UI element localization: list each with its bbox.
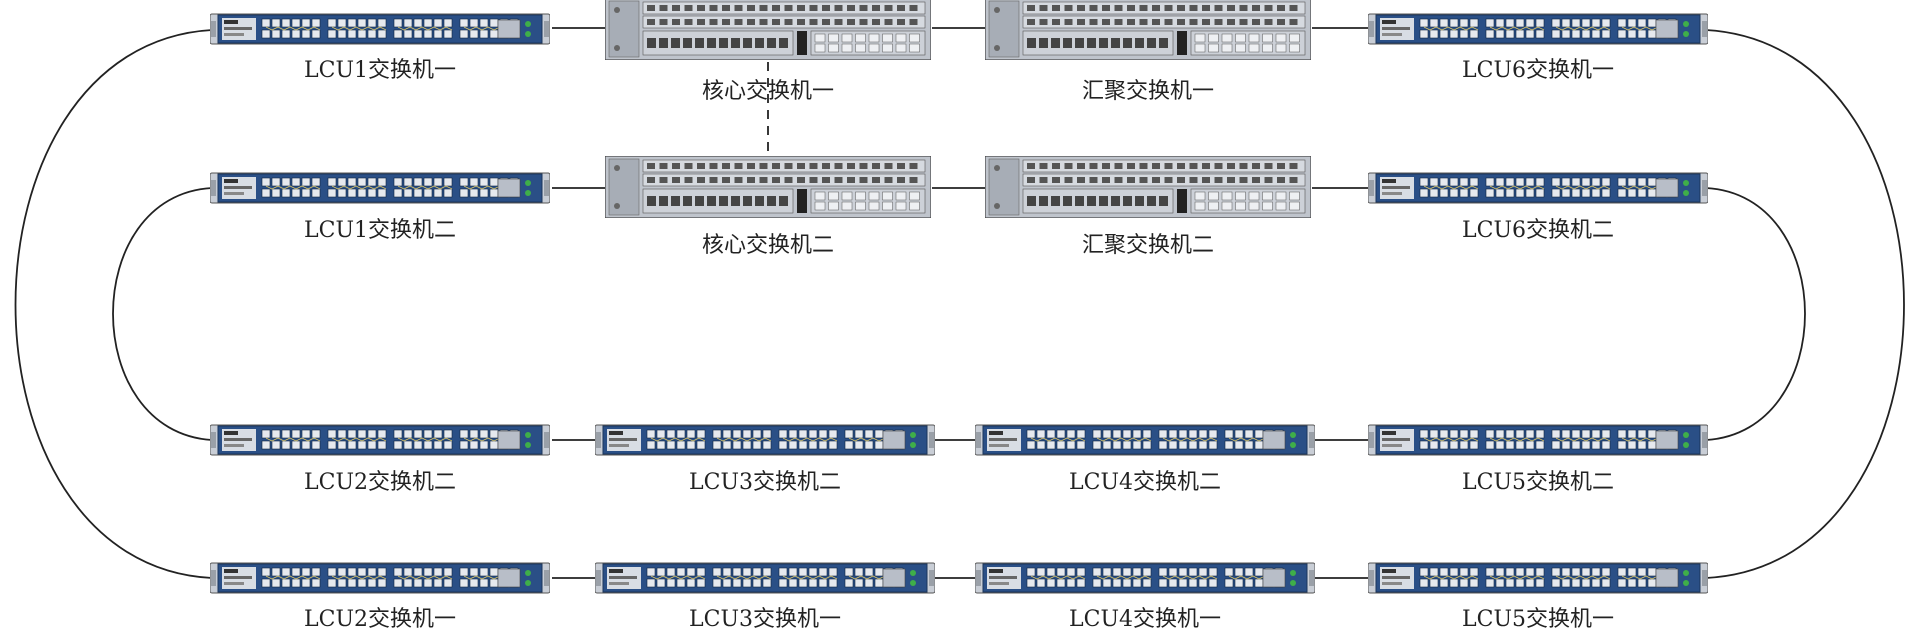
- connections: [14, 27, 1905, 579]
- label-lcu6-1: LCU6交换机一: [1462, 58, 1614, 83]
- switch-lcu1-1: [210, 12, 550, 46]
- switch-lcu4-2: [975, 423, 1315, 457]
- label-lcu2-1: LCU2交换机一: [304, 607, 456, 632]
- switch-lcu5-2: [1368, 423, 1708, 457]
- label-lcu4-1: LCU4交换机一: [1069, 607, 1221, 632]
- link-lcu1-2-lcu2-2: [112, 187, 213, 441]
- switch-lcu6-1: [1368, 12, 1708, 46]
- link-lcu6-2-lcu5-2: [1705, 187, 1806, 441]
- label-lcu1-1: LCU1交换机一: [304, 58, 456, 83]
- switch-lcu3-1: [595, 561, 935, 595]
- switch-lcu3-2: [595, 423, 935, 457]
- label-lcu5-1: LCU5交换机一: [1462, 607, 1614, 632]
- label-agg-2: 汇聚交换机二: [1081, 233, 1214, 258]
- label-lcu1-2: LCU1交换机二: [304, 218, 456, 243]
- label-lcu6-2: LCU6交换机二: [1462, 218, 1614, 243]
- label-lcu4-2: LCU4交换机二: [1069, 470, 1221, 495]
- label-lcu3-1: LCU3交换机一: [689, 607, 841, 632]
- link-lcu1-1-lcu2-1: [14, 29, 213, 579]
- switch-lcu2-1: [210, 561, 550, 595]
- switch-lcu1-2: [210, 171, 550, 205]
- switch-lcu6-2: [1368, 171, 1708, 205]
- label-lcu3-2: LCU3交换机二: [689, 470, 841, 495]
- switch-agg-2: [985, 156, 1311, 218]
- link-lcu6-1-lcu5-1: [1705, 29, 1905, 579]
- switch-core-2: [605, 156, 931, 218]
- switch-agg-1: [985, 0, 1311, 60]
- switch-lcu4-1: [975, 561, 1315, 595]
- label-core-1: 核心交换机一: [701, 79, 834, 104]
- switch-core-1: [605, 0, 931, 60]
- switch-lcu2-2: [210, 423, 550, 457]
- label-lcu5-2: LCU5交换机二: [1462, 470, 1614, 495]
- switch-lcu5-1: [1368, 561, 1708, 595]
- label-core-2: 核心交换机二: [701, 233, 834, 258]
- label-lcu2-2: LCU2交换机二: [304, 470, 456, 495]
- label-agg-1: 汇聚交换机一: [1081, 79, 1214, 104]
